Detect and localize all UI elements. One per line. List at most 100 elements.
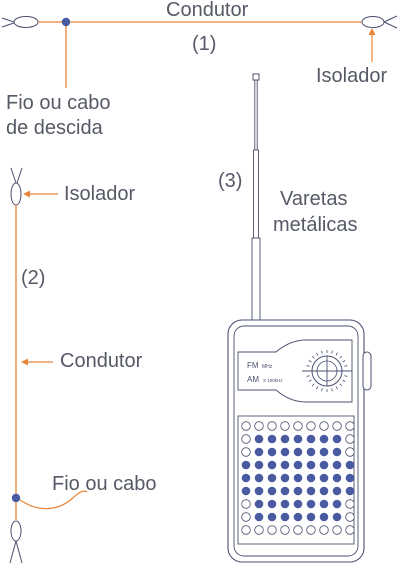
speaker-hole-empty [306, 421, 316, 431]
speaker-hole-filled [319, 434, 329, 444]
speaker-hole-filled [280, 512, 290, 522]
speaker-hole-filled [332, 434, 342, 444]
speaker-hole-filled [293, 460, 303, 470]
speaker-hole-empty [345, 525, 355, 535]
speaker-hole-filled [254, 447, 264, 457]
fio-ou-cabo-label: Fio ou cabo [52, 473, 157, 495]
speaker-hole-filled [280, 434, 290, 444]
antenna-segment-3 [251, 237, 261, 321]
speaker-hole-filled [280, 486, 290, 496]
horizontal-antenna [1, 15, 398, 88]
speaker-hole-filled [293, 473, 303, 483]
speaker-hole-filled [254, 460, 264, 470]
speaker-hole-filled [254, 512, 264, 522]
radio-body-inner [233, 325, 359, 557]
fio-descida-label-line1: Fio ou cabo [6, 92, 111, 114]
speaker-hole-filled [280, 447, 290, 457]
am-unit: X 100kHz [263, 378, 283, 383]
speaker-hole-empty [345, 434, 355, 444]
vertical-bottom-anchor-left [9, 540, 17, 564]
speaker-hole-filled [306, 460, 316, 470]
speaker-hole-filled [319, 486, 329, 496]
left-anchor-wire-bottom [1, 22, 15, 28]
dial-tick [344, 375, 348, 377]
right-anchor-wire-top [383, 15, 398, 23]
dial-tick [306, 365, 310, 367]
left-insulator-top [13, 16, 39, 28]
dial-tick [316, 386, 319, 390]
dial-tick [331, 388, 333, 392]
speaker-hole-filled [241, 486, 251, 496]
speaker-hole-filled [345, 486, 355, 496]
speaker-hole-filled [306, 486, 316, 496]
dial-tick [308, 379, 312, 382]
speaker-hole-filled [241, 460, 251, 470]
dial-tick [311, 355, 315, 359]
speaker-hole-empty [319, 421, 329, 431]
portable-radio: FM MHz AM X 100kHz [227, 73, 372, 563]
speaker-hole-filled [280, 473, 290, 483]
speaker-hole-filled [254, 473, 264, 483]
varetas-label-line2: metálicas [273, 214, 358, 236]
dial-tick [306, 375, 310, 377]
dial-tick [316, 352, 319, 356]
dial-tick [335, 352, 338, 356]
vertical-insulator-top [10, 182, 22, 206]
speaker-hole-empty [332, 421, 342, 431]
speaker-hole-empty [332, 525, 342, 535]
speaker-hole-filled [280, 499, 290, 509]
speaker-hole-filled [254, 486, 264, 496]
speaker-hole-empty [254, 421, 264, 431]
speaker-hole-filled [306, 499, 316, 509]
speaker-hole-filled [267, 499, 277, 509]
speaker-hole-empty [254, 525, 264, 535]
dial-tick [331, 350, 333, 354]
dial-tick [339, 383, 343, 387]
right-insulator-top [361, 16, 385, 28]
dial-tick [321, 388, 323, 392]
dial-tick [308, 360, 312, 363]
speaker-hole-empty [241, 421, 251, 431]
speaker-hole-filled [306, 473, 316, 483]
speaker-hole-filled [241, 473, 251, 483]
telescopic-antenna [251, 73, 261, 321]
speaker-hole-empty [241, 434, 251, 444]
speaker-hole-filled [267, 512, 277, 522]
isolador-top-label: Isolador [316, 65, 388, 87]
speaker-hole-empty [345, 512, 355, 522]
dial-tick [321, 350, 323, 354]
speaker-hole-filled [267, 460, 277, 470]
speaker-hole-filled [332, 460, 342, 470]
dial-tick [342, 360, 346, 363]
speaker-hole-filled [332, 499, 342, 509]
speaker-hole-filled [293, 434, 303, 444]
varetas-label-line1: Varetas [280, 188, 348, 210]
fio-descida-label-line2: de descida [6, 117, 103, 139]
speaker-hole-empty [280, 421, 290, 431]
condutor-left-arrowhead [21, 358, 28, 366]
speaker-hole-filled [267, 434, 277, 444]
dial-tick [339, 355, 343, 359]
speaker-hole-filled [306, 434, 316, 444]
condutor-left-label: Condutor [60, 350, 143, 372]
dial-panel [237, 339, 353, 403]
speaker-hole-filled [319, 447, 329, 457]
speaker-hole-empty [319, 525, 329, 535]
dial-tick [311, 383, 315, 387]
isolador-left-arrowhead [23, 190, 30, 198]
speaker-hole-filled [319, 460, 329, 470]
speaker-hole-filled [280, 460, 290, 470]
speaker-hole-filled [293, 499, 303, 509]
speaker-hole-filled [345, 473, 355, 483]
antenna-1-number: (1) [192, 33, 217, 55]
antenna-tip [252, 73, 260, 81]
antenna-segment-2 [253, 149, 259, 239]
condutor-top-label: Condutor [166, 0, 249, 21]
fm-unit: MHz [262, 364, 273, 370]
tuning-knob [362, 351, 372, 391]
junction-dot-top [61, 17, 71, 27]
speaker-hole-empty [267, 525, 277, 535]
speaker-hole-filled [306, 447, 316, 457]
isolador-left-label: Isolador [64, 183, 136, 205]
